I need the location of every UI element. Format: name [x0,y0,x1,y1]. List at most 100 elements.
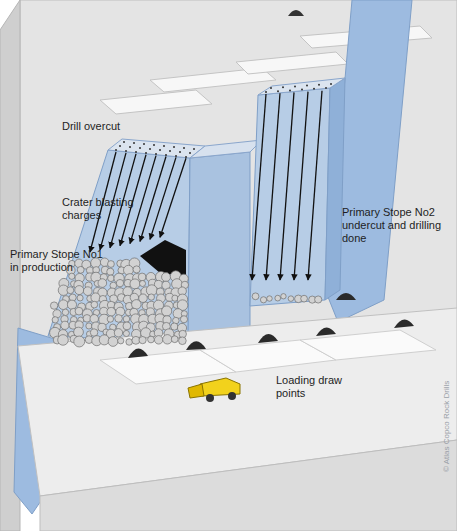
drill-collar [189,152,191,154]
blasted-ore [107,316,113,322]
draw-point [128,348,148,358]
drill-collar [143,143,145,145]
drill-collar [179,151,181,153]
drill-collar [119,145,121,147]
blasted-ore [62,309,68,315]
draw-point [186,341,206,350]
blasted-ore [133,266,140,273]
blasted-ore [83,287,92,296]
blasted-ore [108,337,118,347]
blasted-ore [162,273,171,282]
blasted-ore [126,339,133,346]
blasted-ore [116,279,123,286]
drift-opening [288,10,304,16]
drill-hole [294,92,308,280]
loader-wheel [206,394,214,402]
blasted-ore [179,337,187,345]
blasted-ore [301,295,308,302]
blasted-ore [275,295,281,301]
drill-collar [294,85,296,87]
overcut-label: Drill overcut [62,120,152,133]
drill-collar [139,147,141,149]
blasted-ore [154,336,162,344]
blasted-ore [91,301,98,308]
blasted-ore [180,316,187,323]
blasted-ore [83,315,91,323]
draw-point [316,327,336,336]
drill-collar [173,146,175,148]
blasted-ore [138,273,146,281]
blasted-ore [74,336,85,347]
draw-point [258,334,278,343]
generated-details [50,83,332,347]
drill-collar [318,84,320,86]
drill-collar [282,86,284,88]
block-front [40,440,457,531]
pillar-top [190,140,262,158]
drill-collar [270,87,272,89]
drill-collar [133,142,135,144]
blasted-ore [148,294,154,300]
blasted-ore [281,294,286,299]
stope-label: Primary Stope No1 in production [10,248,108,274]
drill-collar [155,153,157,155]
stope-side [325,78,345,300]
drill-collar [153,144,155,146]
blasted-ore [98,279,107,288]
loader-wheel [228,392,236,400]
blasted-ore [123,330,129,336]
drill-collar [129,146,131,148]
drill-hole [266,93,280,280]
drill-collar [193,148,195,150]
drill-collar [313,88,315,90]
drill-collar [165,154,167,156]
drill-collar [330,83,332,85]
drill-collar [183,147,185,149]
drill-hole [308,91,322,280]
blasted-ore [61,321,69,329]
drill-hole [252,94,266,280]
blasted-ore [58,335,69,346]
blasted-ore [77,295,83,301]
blasted-ore [132,300,142,310]
stope-face [250,88,330,306]
stope-top [108,139,205,158]
drill-collar [135,151,137,153]
blasted-ore [86,323,92,329]
drill-collar [169,150,171,152]
blasted-ore [75,307,83,315]
blasted-ore [148,336,155,343]
blasted-ore [67,300,76,309]
charge-label: Crater blasting charges [62,196,144,222]
blasted-ore [171,336,178,343]
loader [188,378,240,402]
blasted-ore [107,307,116,316]
draw-point [336,293,356,300]
blasted-ore [67,287,74,294]
blasted-ore [288,296,294,302]
blasted-ore [172,295,178,301]
overcut-drift [100,90,212,114]
blasted-ore [99,335,109,345]
drill-collar [325,87,327,89]
blasted-ore [267,296,272,301]
draw-point [394,319,414,328]
blasted-ore [108,275,115,282]
blasted-ore [115,315,123,323]
blasted-ore [114,329,122,337]
loader-bucket [188,384,204,398]
stope-label: Primary Stope No2 undercut and drilling … [342,206,454,245]
blasted-ore [107,268,114,275]
blasted-ore [90,329,97,336]
blasted-ore [140,280,146,286]
blasted-ore [90,315,98,323]
drill-collar [125,150,127,152]
drill-collar [149,148,151,150]
blasted-ore [123,316,130,323]
drill-collar [306,85,308,87]
drill-collar [159,149,161,151]
blasted-ore [171,323,178,330]
blasted-ore [130,279,140,289]
